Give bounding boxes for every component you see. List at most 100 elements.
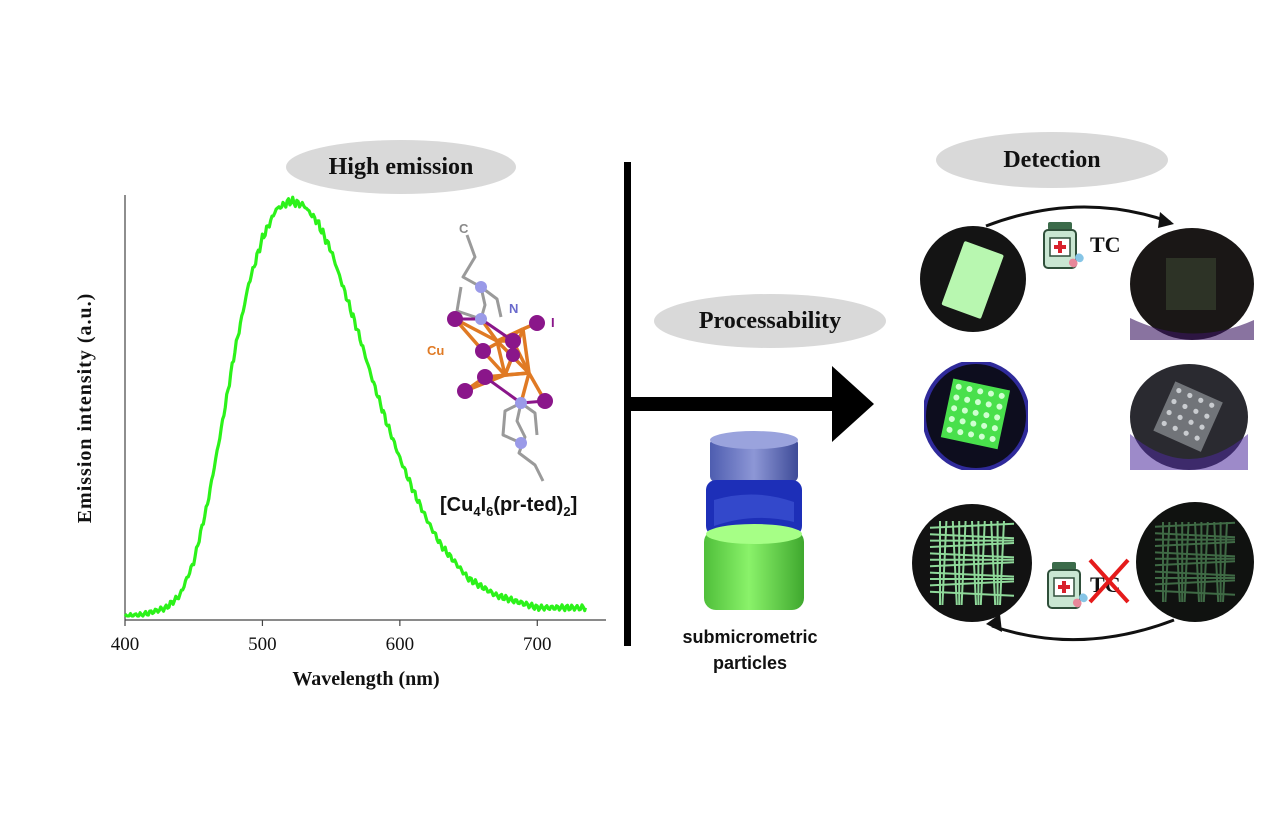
fibre-strand xyxy=(1202,521,1209,603)
array-well xyxy=(998,392,1005,399)
x-tick-label: 700 xyxy=(523,634,552,655)
array-well xyxy=(1193,408,1199,414)
array-well xyxy=(983,412,990,419)
fibre-strand xyxy=(1154,541,1236,547)
fibre-strand xyxy=(990,520,997,606)
detection-cycle-arrows xyxy=(985,205,1175,642)
fibre-strand xyxy=(951,520,958,606)
array-well xyxy=(1176,387,1182,394)
cross-out-icon xyxy=(1088,558,1130,604)
array-well xyxy=(951,405,958,412)
array-well xyxy=(1187,392,1193,399)
array-well xyxy=(1161,420,1167,427)
x-ticks: 400 500 600 700 xyxy=(111,620,552,655)
array-well xyxy=(1177,414,1183,421)
detection-badge: Detection xyxy=(936,132,1168,188)
array-well xyxy=(989,435,996,442)
fibre-strand xyxy=(1194,521,1200,603)
fibre-strand xyxy=(1154,579,1236,586)
fibre-strand xyxy=(1174,521,1181,603)
array-well xyxy=(1204,413,1210,419)
x-tick-label: 600 xyxy=(386,634,415,655)
array-well xyxy=(994,414,1001,421)
fibre-strand xyxy=(929,542,1015,548)
atom-label-i: I xyxy=(551,315,555,330)
fibre-strand xyxy=(979,520,986,606)
fibres-quenched-disc xyxy=(1136,502,1254,622)
iodine-atoms xyxy=(447,311,553,409)
vertical-divider xyxy=(624,162,631,646)
fibre-strand xyxy=(1183,521,1190,603)
compound-formula: [Cu4I6(pr-ted)2] xyxy=(440,494,578,519)
array-well xyxy=(1198,397,1204,403)
array-well xyxy=(957,429,964,436)
fibre-strand xyxy=(1213,521,1220,603)
x-tick-label: 500 xyxy=(248,634,277,655)
atom-label-c: C xyxy=(459,221,469,236)
array-well xyxy=(996,403,1003,410)
array-bright-disc xyxy=(924,362,1028,470)
atom-label-cu: Cu xyxy=(427,343,444,358)
nitrogen-atoms xyxy=(475,281,527,449)
cu4i6-cluster-structure: C N I Cu xyxy=(427,221,555,482)
series-line-emission xyxy=(123,195,587,618)
fibre-strand xyxy=(1222,521,1228,603)
fibres-bright-disc xyxy=(912,504,1032,622)
array-well xyxy=(1194,435,1200,441)
array-well xyxy=(991,425,998,432)
y-axis-label: Emission intensity (a.u.) xyxy=(74,293,96,524)
array-well xyxy=(955,383,962,390)
array-well xyxy=(970,420,977,427)
array-well xyxy=(1171,398,1177,405)
fibre-strand xyxy=(960,520,967,606)
array-well xyxy=(972,409,979,416)
array-well xyxy=(1188,419,1194,425)
array-well xyxy=(1209,402,1215,408)
array-well xyxy=(1172,425,1178,431)
vial-image xyxy=(704,431,804,610)
x-axis-label: Wavelength (nm) xyxy=(292,668,439,690)
fibre-strand xyxy=(929,561,1015,568)
array-well xyxy=(964,396,971,403)
array-well xyxy=(978,433,985,440)
array-well xyxy=(959,418,966,425)
array-well xyxy=(985,401,992,408)
array-well xyxy=(1183,430,1189,436)
fibre-strand xyxy=(1154,560,1236,567)
drug-bottle-icon-top xyxy=(1043,222,1084,269)
fibre-strand xyxy=(1154,551,1236,558)
array-quenched-disc xyxy=(1130,364,1248,470)
film-quenched-disc xyxy=(1130,228,1254,340)
processability-badge: Processability xyxy=(654,294,886,348)
array-well xyxy=(961,407,968,414)
array-well xyxy=(953,394,960,401)
atom-label-n: N xyxy=(509,301,518,316)
analyte-label-top: TC xyxy=(1090,232,1121,257)
array-well xyxy=(1182,403,1188,410)
array-well xyxy=(968,431,975,438)
x-tick-label: 400 xyxy=(111,634,140,655)
array-well xyxy=(987,390,994,397)
fibre-strand xyxy=(971,520,977,606)
array-well xyxy=(977,388,984,395)
array-well xyxy=(1166,409,1172,416)
emission-spectrum-chart: 400 500 600 700 Wavelength (nm) Emission in… xyxy=(74,195,606,690)
fibre-strand xyxy=(999,520,1005,606)
array-well xyxy=(946,426,953,433)
vial-caption: submicrometric particles xyxy=(682,627,818,673)
array-well xyxy=(974,399,981,406)
fibre-strand xyxy=(929,552,1015,559)
film-bright-disc xyxy=(920,226,1026,332)
array-well xyxy=(966,386,973,393)
fibre-strand xyxy=(1164,521,1171,603)
vial-cap xyxy=(710,438,798,482)
fibre-strand xyxy=(1154,570,1236,577)
process-arrow xyxy=(628,366,874,442)
vial-liquid xyxy=(704,530,804,610)
array-well xyxy=(981,422,988,429)
array-well xyxy=(1199,424,1205,430)
fibre-strand xyxy=(929,571,1015,578)
array-well xyxy=(948,416,955,423)
fibre-strand xyxy=(1154,589,1236,596)
